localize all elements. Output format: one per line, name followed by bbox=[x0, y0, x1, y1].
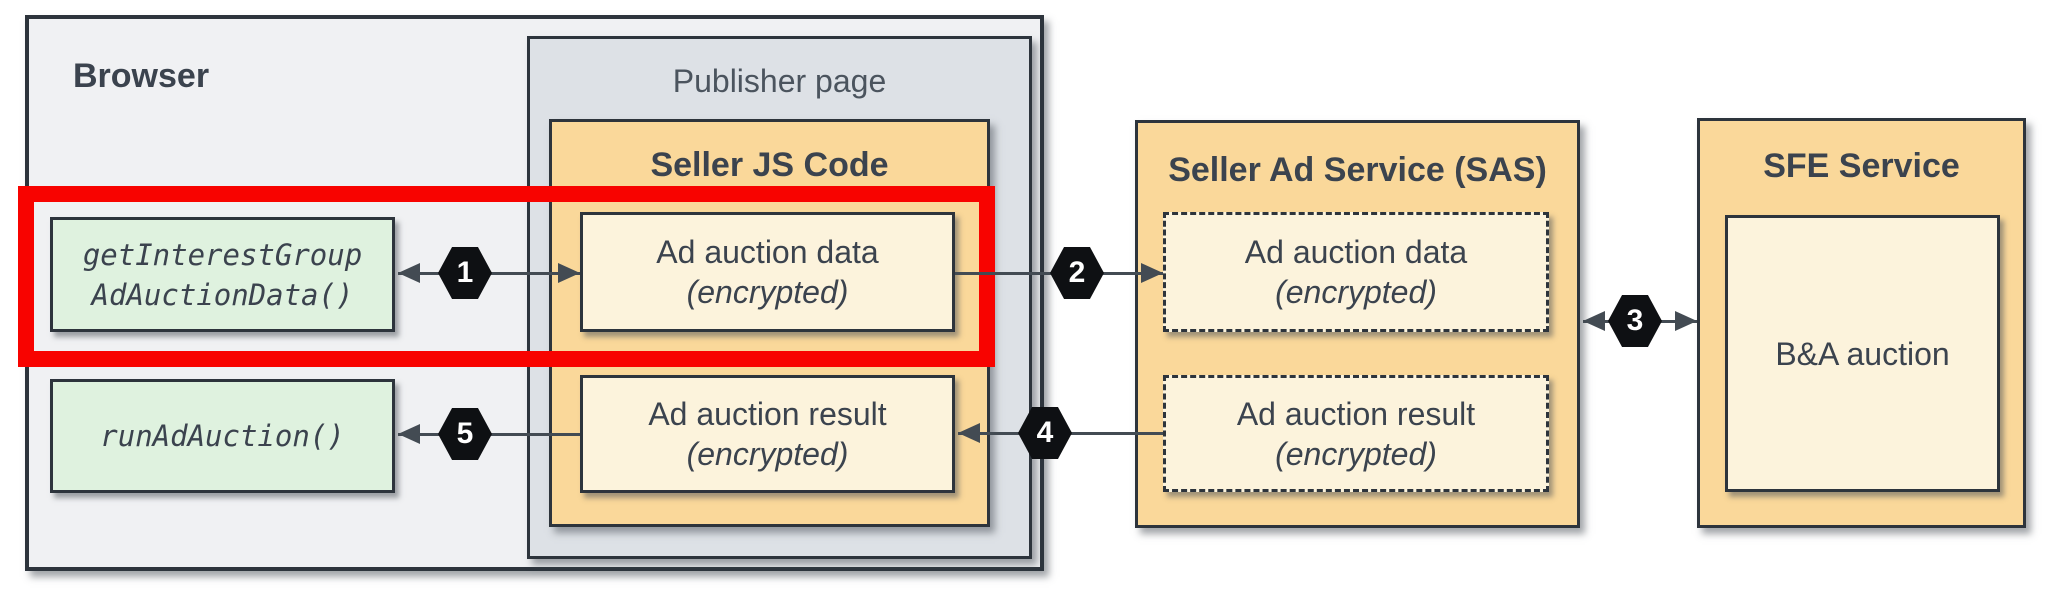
js-ad-auction-result-box: Ad auction result (encrypted) bbox=[580, 375, 955, 493]
ba-auction-label: B&A auction bbox=[1775, 335, 1950, 372]
sas-ad-auction-result-line2: (encrypted) bbox=[1275, 435, 1437, 472]
sas-ad-auction-data-line2: (encrypted) bbox=[1275, 274, 1437, 310]
get-interest-group-line1: getInterestGroup bbox=[82, 237, 363, 272]
run-ad-auction-box: runAdAuction() bbox=[50, 379, 395, 493]
js-ad-auction-result-line2: (encrypted) bbox=[686, 436, 849, 472]
step-2-number: 2 bbox=[1068, 256, 1086, 289]
publisher-page-label: Publisher page bbox=[672, 63, 887, 99]
highlight-red-box bbox=[18, 186, 995, 367]
sas-ad-auction-data-line1: Ad auction data bbox=[1244, 234, 1468, 270]
step-2-hexagon: 2 bbox=[1050, 247, 1104, 299]
step-1-number: 1 bbox=[456, 256, 474, 289]
ba-auction-box: B&A auction bbox=[1725, 215, 2000, 492]
js-ad-auction-data-line1: Ad auction data bbox=[656, 234, 879, 270]
sas-title: Seller Ad Service (SAS) bbox=[1168, 151, 1547, 189]
js-ad-auction-result-line1: Ad auction result bbox=[648, 396, 887, 432]
sas-ad-auction-result-box: Ad auction result (encrypted) bbox=[1163, 375, 1549, 492]
step-4-number: 4 bbox=[1036, 416, 1054, 449]
js-ad-auction-data-box: Ad auction data (encrypted) bbox=[580, 212, 955, 332]
get-interest-group-box: getInterestGroup AdAuctionData() bbox=[50, 217, 395, 332]
js-ad-auction-data-line2: (encrypted) bbox=[686, 274, 849, 310]
sas-ad-auction-data-box: Ad auction data (encrypted) bbox=[1163, 212, 1549, 332]
arrowhead-right-icon bbox=[1675, 311, 1697, 331]
sas-ad-auction-result-line1: Ad auction result bbox=[1236, 395, 1476, 432]
arrowhead-left-icon bbox=[398, 424, 420, 444]
arrowhead-left-icon bbox=[958, 423, 980, 443]
run-ad-auction-label: runAdAuction() bbox=[100, 419, 345, 453]
step-3-number: 3 bbox=[1626, 304, 1644, 337]
sfe-title: SFE Service bbox=[1763, 147, 1960, 185]
arrowhead-right-icon bbox=[1141, 263, 1163, 283]
arrowhead-left-icon bbox=[1583, 311, 1605, 331]
get-interest-group-line2: AdAuctionData() bbox=[91, 277, 354, 312]
step-5-number: 5 bbox=[456, 417, 474, 450]
step-3-hexagon: 3 bbox=[1608, 295, 1662, 347]
arrowhead-right-icon bbox=[558, 263, 580, 283]
arrowhead-left-icon bbox=[398, 263, 420, 283]
seller-js-title: Seller JS Code bbox=[650, 146, 889, 184]
browser-label: Browser bbox=[73, 57, 210, 95]
